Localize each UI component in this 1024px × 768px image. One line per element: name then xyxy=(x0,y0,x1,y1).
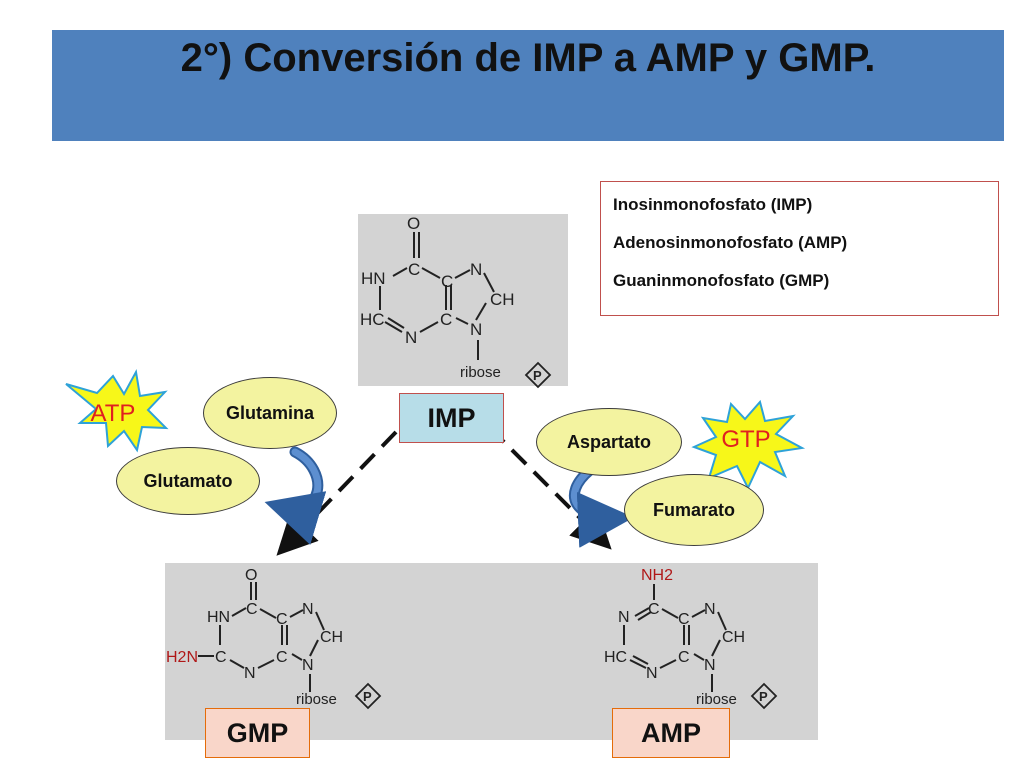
imp-atom-hc: HC xyxy=(360,310,385,329)
legend-item-gmp: Guaninmonofosfato (GMP) xyxy=(613,271,830,290)
gtp-label: GTP xyxy=(721,426,770,453)
imp-atom-o: O xyxy=(407,214,420,233)
gmp-atom-c2: C xyxy=(276,611,288,628)
aspartato-ellipse: Aspartato xyxy=(536,408,682,476)
amp-atom-n1: N xyxy=(704,601,716,618)
left-curved-arrow xyxy=(264,448,327,545)
atp-star xyxy=(65,368,169,453)
imp-ribose: ribose xyxy=(460,364,501,381)
gtp-star xyxy=(691,399,806,491)
amp-phosphate-p: P xyxy=(759,689,768,704)
imp-atom-n1: N xyxy=(470,260,482,279)
imp-atom-c1: C xyxy=(408,260,420,279)
atp-label: ATP xyxy=(91,400,136,427)
right-curved-arrow xyxy=(570,466,634,548)
imp-phosphate-p: P xyxy=(533,368,542,383)
gmp-atom-o: O xyxy=(245,567,257,584)
imp-phosphate-diamond xyxy=(524,361,552,389)
gmp-phosphate-diamond xyxy=(354,682,382,710)
amp-atom-hc: HC xyxy=(604,649,627,666)
amp-phosphate-diamond xyxy=(750,682,778,710)
amp-structure: NH2 C N C N CH HC C N N ribose P xyxy=(604,567,778,710)
imp-atom-hn: HN xyxy=(361,269,386,288)
gmp-atom-n1: N xyxy=(302,601,314,618)
fumarato-ellipse: Fumarato xyxy=(624,474,764,546)
gmp-atom-n2: N xyxy=(244,665,256,682)
gmp-atom-n3: N xyxy=(302,657,314,674)
glutamato-ellipse: Glutamato xyxy=(116,447,260,515)
gmp-phosphate-p: P xyxy=(363,689,372,704)
gmp-atom-ch: CH xyxy=(320,629,343,646)
gmp-atom-c4: C xyxy=(276,649,288,666)
amp-atom-c2: C xyxy=(678,611,690,628)
legend-item-imp: Inosinmonofosfato (IMP) xyxy=(613,195,813,214)
legend-item-amp: Adenosinmonofosfato (AMP) xyxy=(613,233,848,252)
amp-atom-n0: N xyxy=(618,609,630,626)
glutamina-ellipse: Glutamina xyxy=(203,377,337,449)
gmp-amino-h2n: H2N xyxy=(166,649,198,666)
title-banner xyxy=(52,30,1004,141)
amp-atom-c3: C xyxy=(678,649,690,666)
gmp-ribose: ribose xyxy=(296,691,337,708)
imp-structure: O HN C C N CH HC C N N ribose P xyxy=(358,214,568,389)
imp-label-box: IMP xyxy=(399,393,504,443)
imp-atom-c2: C xyxy=(441,272,453,291)
gmp-structure: O HN C C N CH H2N C C N N ribose P xyxy=(166,567,382,710)
amp-label-box: AMP xyxy=(612,708,730,758)
amp-atom-c1: C xyxy=(648,601,660,618)
imp-atom-n3: N xyxy=(470,320,482,339)
amp-atom-ch: CH xyxy=(722,629,745,646)
legend-box: Inosinmonofosfato (IMP) Adenosinmonofosf… xyxy=(600,181,999,316)
gmp-atom-hn: HN xyxy=(207,609,230,626)
imp-atom-n2: N xyxy=(405,328,417,347)
gmp-atom-c3: C xyxy=(215,649,227,666)
gmp-atom-c1: C xyxy=(246,601,258,618)
amp-atom-n2: N xyxy=(646,665,658,682)
imp-atom-ch: CH xyxy=(490,290,515,309)
imp-atom-c3: C xyxy=(440,310,452,329)
amp-amino-nh2: NH2 xyxy=(641,567,673,584)
slide-title: 2°) Conversión de IMP a AMP y GMP. xyxy=(180,36,876,80)
amp-ribose: ribose xyxy=(696,691,737,708)
amp-atom-n3: N xyxy=(704,657,716,674)
gmp-label-box: GMP xyxy=(205,708,310,758)
imp-structure-background xyxy=(358,214,568,386)
